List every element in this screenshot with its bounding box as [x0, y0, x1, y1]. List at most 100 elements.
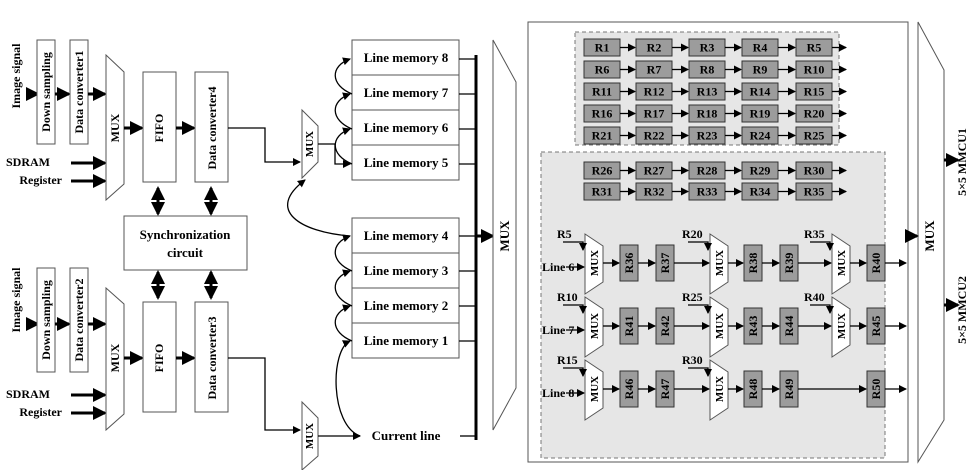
register-label: R2 [647, 41, 662, 55]
mux-input-label: R40 [804, 290, 825, 304]
mux-input-2-label: MUX [108, 343, 122, 372]
register-r45: R45 [866, 307, 886, 345]
register-label: R16 [592, 107, 613, 121]
mux-big-left [492, 39, 517, 431]
register-label: R19 [750, 107, 771, 121]
register-r34: R34 [741, 182, 779, 201]
register-r14: R14 [741, 82, 779, 101]
register-label: R50 [869, 379, 883, 400]
mux-input-connector [688, 241, 712, 251]
data-converter1-label: Data converter1 [72, 51, 86, 134]
register-mux-label: MUX [836, 313, 848, 339]
register-r19: R19 [741, 104, 779, 123]
register-r36: R36 [619, 244, 639, 282]
data-converter3-label: Data converter3 [205, 317, 219, 400]
register-r41: R41 [619, 307, 639, 345]
register-label: R20 [804, 107, 825, 121]
synchronization-circuit-box [123, 215, 248, 271]
dc4-to-mux-a-line [228, 127, 301, 166]
sync-label-line2: circuit [167, 245, 204, 260]
register-mux-label: MUX [714, 313, 726, 339]
mux-input-connector [563, 304, 587, 314]
register-r10: R10 [795, 60, 833, 79]
register-label: R41 [622, 316, 636, 337]
line-memory-2-label: Line memory 2 [364, 298, 448, 313]
register-label: R10 [804, 63, 825, 77]
mmcu1-label: 5×5 MMCU1 [955, 128, 969, 196]
register-label: R22 [644, 129, 665, 143]
image-signal-label-1: Image signal [9, 43, 23, 109]
register-r49: R49 [779, 370, 799, 408]
down-sampling-box-1 [36, 39, 56, 145]
register-mux-label: MUX [714, 376, 726, 402]
register-label: R11 [592, 85, 612, 99]
register-r17: R17 [635, 104, 673, 123]
register-r27: R27 [635, 161, 673, 180]
register-r35: R35 [795, 182, 833, 201]
register-label: R23 [697, 129, 718, 143]
mux-input-connector [563, 367, 587, 377]
register-r11: R11 [583, 82, 621, 101]
register-label: R46 [622, 379, 636, 400]
register-r24: R24 [741, 126, 779, 145]
register-label: R42 [658, 316, 672, 337]
register-r26: R26 [583, 161, 621, 180]
register-r16: R16 [583, 104, 621, 123]
mux-a [301, 108, 319, 180]
register-r43: R43 [743, 307, 763, 345]
register-r30: R30 [795, 161, 833, 180]
line-input-label: Line 6 [542, 260, 574, 274]
line-memory-3-label: Line memory 3 [364, 263, 449, 278]
fifo-label-1: FIFO [152, 114, 166, 143]
mux-input-connector [810, 304, 834, 314]
line-input-label: Line 7 [542, 323, 574, 337]
down-sampling-label-1: Down sampling [39, 52, 53, 132]
register-label: R36 [622, 253, 636, 274]
register-r8: R8 [688, 60, 726, 79]
register-r5: R5 [795, 38, 833, 57]
register-label: R32 [644, 185, 665, 199]
register-mux-label: MUX [589, 250, 601, 276]
mux-input-label: R15 [557, 353, 578, 367]
register-label: R18 [697, 107, 718, 121]
register-label: R15 [804, 85, 825, 99]
register-r29: R29 [741, 161, 779, 180]
register-label-2: Register [19, 405, 62, 419]
mux-b-label: MUX [304, 423, 316, 449]
register-label: R27 [644, 164, 665, 178]
register-label: R26 [592, 164, 613, 178]
sdram-label-1: SDRAM [6, 155, 50, 169]
register-label: R39 [782, 253, 796, 274]
register-r6: R6 [583, 60, 621, 79]
register-r20: R20 [795, 104, 833, 123]
register-label: R48 [746, 379, 760, 400]
image-signal-label-2: Image signal [9, 267, 23, 333]
register-mux-label: MUX [589, 313, 601, 339]
mux-input-connector [563, 241, 587, 251]
register-r1: R1 [583, 38, 621, 57]
mux-big-right [917, 21, 945, 464]
register-r9: R9 [741, 60, 779, 79]
mux-b [301, 400, 319, 470]
register-label: R43 [746, 316, 760, 337]
mux-big-right-label: MUX [922, 220, 937, 252]
register-mux [709, 359, 729, 421]
register-mux [584, 359, 604, 421]
mux-big-left-label: MUX [497, 220, 512, 252]
register-label: R44 [782, 316, 796, 337]
mux-input-label: R20 [682, 227, 703, 241]
line-memory-lower-rows [352, 252, 459, 324]
mux-input-label: R30 [682, 353, 703, 367]
register-label: R14 [750, 85, 771, 99]
register-r12: R12 [635, 82, 673, 101]
register-r44: R44 [779, 307, 799, 345]
mux-input-2 [105, 286, 125, 432]
register-mux [709, 296, 729, 358]
register-label: R37 [658, 253, 672, 274]
register-label: R4 [753, 41, 768, 55]
